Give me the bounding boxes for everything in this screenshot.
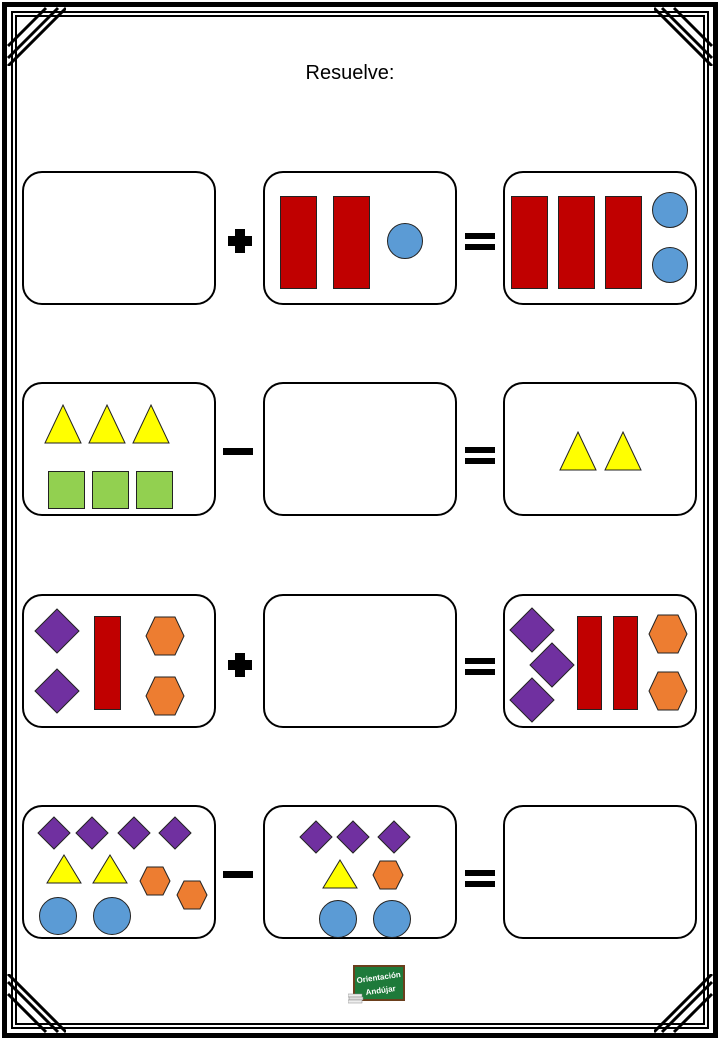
purple-diamond (34, 668, 80, 714)
minus-sign-row4 (223, 871, 253, 878)
blue-circle (93, 897, 131, 935)
answer-box-row1-left[interactable] (22, 171, 216, 305)
purple-diamond (158, 816, 192, 850)
shape-box-row3-result (503, 594, 697, 728)
orange-hexagon (176, 880, 208, 910)
answer-box-row3-middle[interactable] (263, 594, 457, 728)
shape-box-row3-left (22, 594, 216, 728)
purple-diamond (377, 820, 411, 854)
yellow-triangle (132, 403, 170, 444)
orange-hexagon (145, 676, 185, 716)
purple-diamond (37, 816, 71, 850)
yellow-triangle (92, 854, 128, 884)
red-rectangle (94, 616, 121, 710)
shape-box-row4-middle (263, 805, 457, 939)
answer-box-row2-middle[interactable] (263, 382, 457, 516)
book-stack-icon (348, 993, 364, 1004)
blue-circle (652, 247, 688, 283)
purple-diamond (34, 608, 80, 654)
plus-sign-row3 (228, 653, 252, 677)
equals-sign-row2 (465, 447, 495, 464)
orientacion-andujar-logo: Orientación Andújar (348, 965, 405, 1004)
red-rectangle (333, 196, 370, 289)
plus-sign-row1 (228, 229, 252, 253)
yellow-triangle (604, 430, 642, 471)
equals-sign-row3 (465, 658, 495, 675)
corner-ornament-bottom-left (6, 974, 66, 1034)
red-rectangle (605, 196, 642, 289)
yellow-triangle (88, 403, 126, 444)
shape-box-row2-left (22, 382, 216, 516)
blue-circle (319, 900, 357, 938)
page-border-middle (11, 11, 709, 1029)
corner-ornament-bottom-right (654, 974, 714, 1034)
shape-box-row4-left (22, 805, 216, 939)
answer-box-row4-result[interactable] (503, 805, 697, 939)
red-rectangle (577, 616, 602, 710)
shape-box-row2-result (503, 382, 697, 516)
orange-hexagon (372, 860, 404, 890)
blue-circle (373, 900, 411, 938)
red-rectangle (558, 196, 595, 289)
orange-hexagon (145, 616, 185, 656)
red-rectangle (613, 616, 638, 710)
corner-ornament-top-left (6, 6, 66, 66)
minus-sign-row2 (223, 448, 253, 455)
purple-diamond (529, 642, 575, 688)
purple-diamond (509, 607, 555, 653)
orange-hexagon (648, 671, 688, 711)
purple-diamond (75, 816, 109, 850)
page-title: Resuelve: (305, 62, 395, 84)
red-rectangle (511, 196, 548, 289)
green-square (136, 471, 173, 509)
blue-circle (387, 223, 423, 259)
green-square (92, 471, 129, 509)
purple-diamond (509, 677, 555, 723)
purple-diamond (117, 816, 151, 850)
shape-box-row1-result (503, 171, 697, 305)
orange-hexagon (648, 614, 688, 654)
yellow-triangle (44, 403, 82, 444)
blue-circle (39, 897, 77, 935)
green-square (48, 471, 85, 509)
orange-hexagon (139, 866, 171, 896)
corner-ornament-top-right (654, 6, 714, 66)
yellow-triangle (559, 430, 597, 471)
blue-circle (652, 192, 688, 228)
equals-sign-row4 (465, 870, 495, 887)
shape-box-row1-middle (263, 171, 457, 305)
logo-line2: Andújar (365, 984, 396, 997)
purple-diamond (336, 820, 370, 854)
yellow-triangle (46, 854, 82, 884)
purple-diamond (299, 820, 333, 854)
equals-sign-row1 (465, 233, 495, 250)
red-rectangle (280, 196, 317, 289)
yellow-triangle (322, 859, 358, 889)
page-border-inner (15, 15, 705, 1025)
